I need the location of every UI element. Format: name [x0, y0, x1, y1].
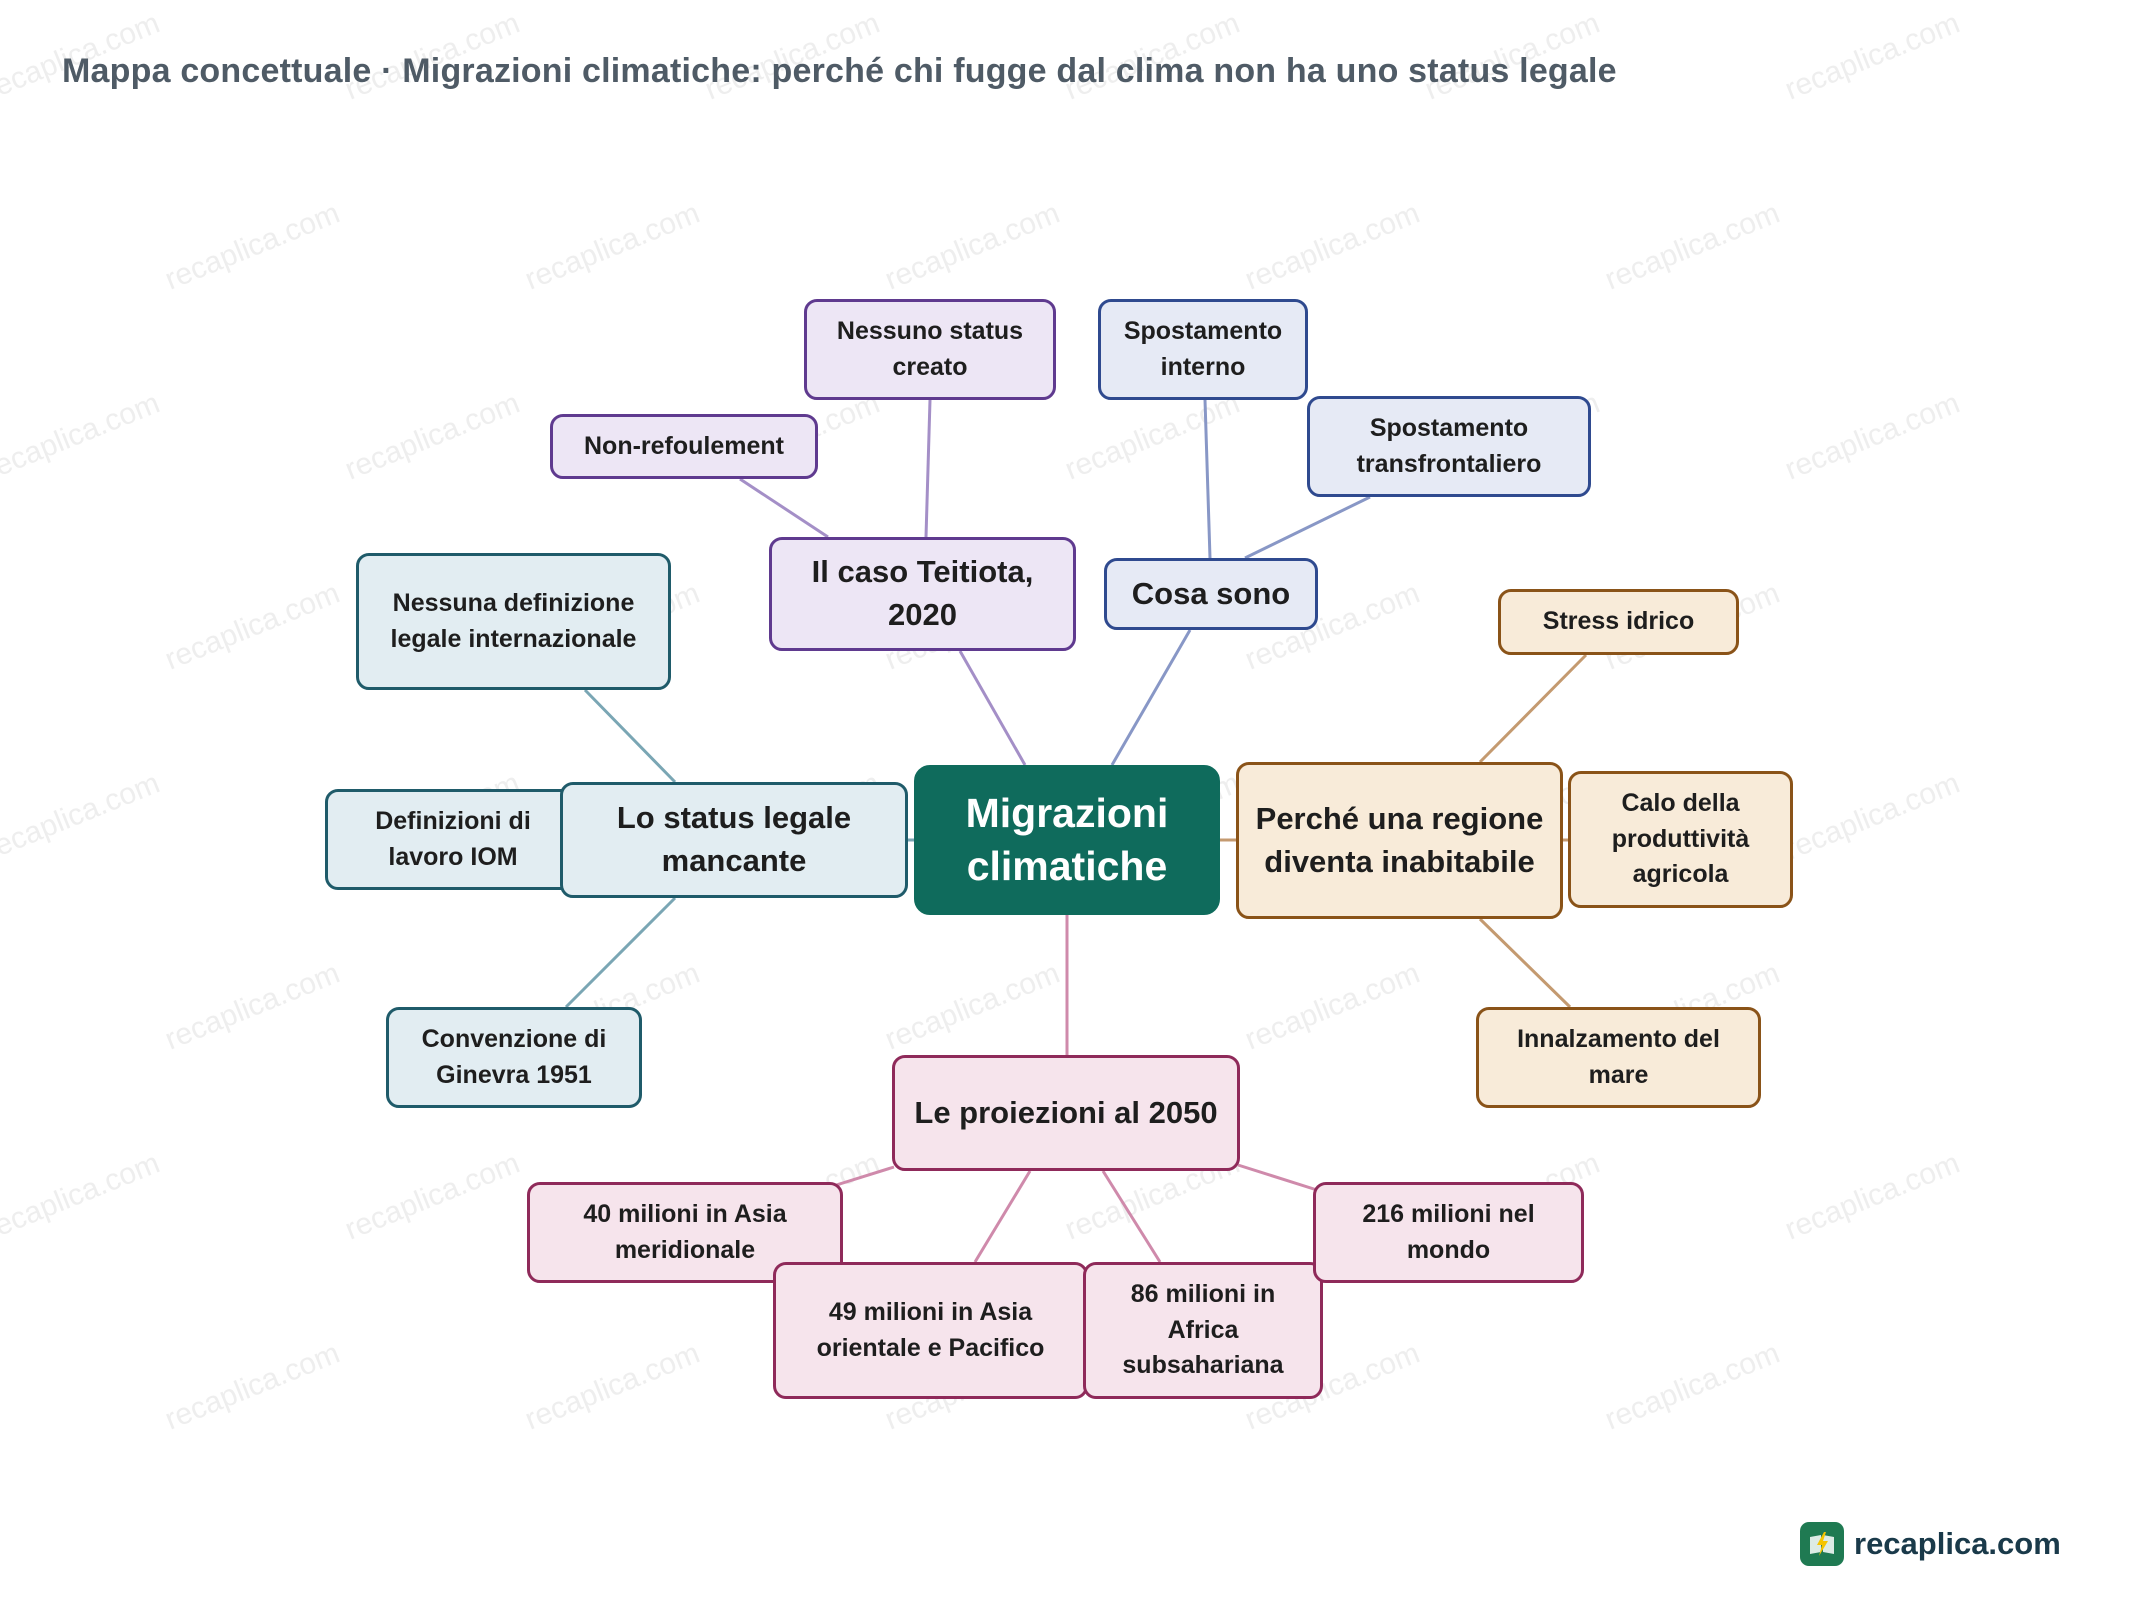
- leaf-node-nessuno-status-creato[interactable]: Nessuno status creato: [804, 299, 1056, 400]
- connector-line: [1244, 495, 1371, 560]
- connector-line: [1203, 399, 1212, 559]
- leaf-node-africa-subsahariana[interactable]: 86 milioni in Africa subsahariana: [1083, 1262, 1323, 1399]
- connector-line: [739, 477, 829, 539]
- leaf-node-innalzamento-del-mare[interactable]: Innalzamento del mare: [1476, 1007, 1761, 1108]
- branch-node-status-legale[interactable]: Lo status legale mancante: [560, 782, 908, 898]
- connector-line: [564, 896, 677, 1009]
- connector-line: [1478, 653, 1588, 764]
- central-node[interactable]: Migrazioni climatiche: [914, 765, 1220, 915]
- leaf-node-spostamento-transfrontaliero[interactable]: Spostamento transfrontaliero: [1307, 396, 1591, 497]
- connector-line: [1237, 1163, 1318, 1192]
- connector-line: [958, 650, 1027, 766]
- page-title: Mappa concettuale · Migrazioni climatich…: [62, 52, 1617, 90]
- leaf-node-convenzione-ginevra[interactable]: Convenzione di Ginevra 1951: [386, 1007, 642, 1108]
- leaf-node-definizioni-iom[interactable]: Definizioni di lavoro IOM: [325, 789, 581, 890]
- branch-node-cosa-sono[interactable]: Cosa sono: [1104, 558, 1318, 630]
- leaf-node-mondo[interactable]: 216 milioni nel mondo: [1313, 1182, 1584, 1283]
- leaf-node-stress-idrico[interactable]: Stress idrico: [1498, 589, 1739, 655]
- leaf-node-calo-produttivita-agricola[interactable]: Calo della produttività agricola: [1568, 771, 1793, 908]
- lightning-book-icon: [1800, 1522, 1844, 1566]
- brand-name: recaplica.com: [1854, 1526, 2061, 1561]
- leaf-node-nessuna-definizione-legale[interactable]: Nessuna definizione legale internazional…: [356, 553, 671, 690]
- connector-line: [829, 1165, 895, 1189]
- connector-line: [924, 399, 932, 538]
- leaf-node-non-refoulement[interactable]: Non-refoulement: [550, 414, 818, 479]
- connector-line: [583, 688, 677, 784]
- branch-node-caso-teitiota[interactable]: Il caso Teitiota, 2020: [769, 537, 1076, 651]
- connector-line: [1110, 629, 1192, 766]
- leaf-node-asia-orientale-pacifico[interactable]: 49 milioni in Asia orientale e Pacifico: [773, 1262, 1088, 1399]
- connector-line: [1101, 1170, 1162, 1263]
- branch-node-perche-inabitabile[interactable]: Perché una regione diventa inabitabile: [1236, 762, 1563, 919]
- brand-logo[interactable]: recaplica.com: [1800, 1522, 2061, 1566]
- connector-line: [973, 1170, 1032, 1263]
- branch-node-proiezioni-2050[interactable]: Le proiezioni al 2050: [892, 1055, 1240, 1171]
- leaf-node-spostamento-interno[interactable]: Spostamento interno: [1098, 299, 1308, 400]
- connector-line: [1478, 917, 1572, 1009]
